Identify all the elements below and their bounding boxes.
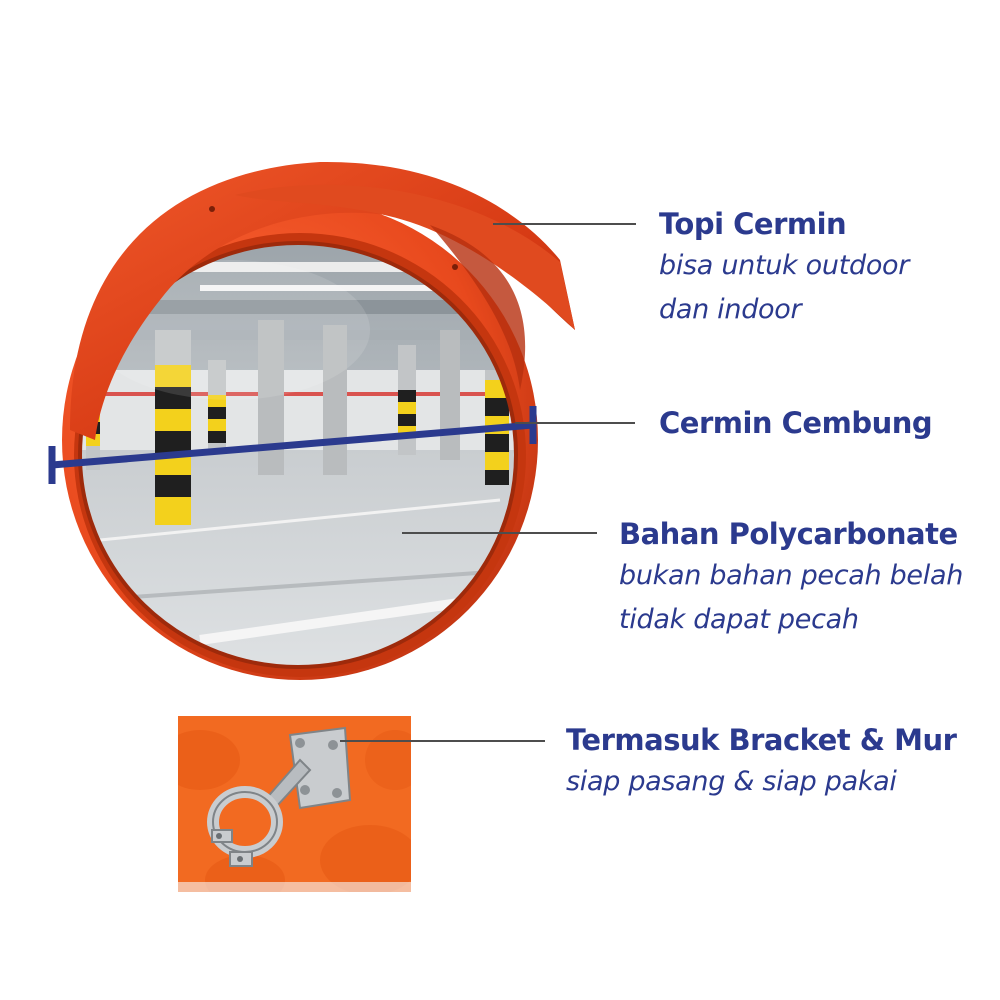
callout-material-title: Bahan Polycarbonate [619,517,958,551]
leader-line-hood [493,223,636,225]
callout-material-line-1: bukan bahan pecah belah [619,560,964,591]
callout-hood-title: Topi Cermin [659,207,847,241]
callout-hood-line-1: bisa untuk outdoor [659,250,910,281]
mirror-rim [78,241,518,669]
callout-hood: Topi Cermin bisa untuk outdoor dan indoo… [659,204,909,332]
mirror-surface [80,243,516,667]
bracket-inset [178,716,411,892]
callout-material: Bahan Polycarbonate bukan bahan pecah be… [619,514,963,642]
leader-line-bracket [340,740,545,742]
leader-line-mirror [515,422,635,424]
callout-bracket: Termasuk Bracket & Mur siap pasang & sia… [566,720,957,804]
callout-hood-line-2: dan indoor [659,294,802,325]
callout-mirror-title: Cermin Cembung [659,406,933,440]
leader-line-material [402,532,597,534]
diameter-marker [48,406,537,484]
callout-mirror: Cermin Cembung [659,403,933,443]
callout-bracket-line-1: siap pasang & siap pakai [566,766,897,797]
mirror-hood [70,161,575,440]
callout-bracket-title: Termasuk Bracket & Mur [566,723,957,757]
callout-material-line-2: tidak dapat pecah [619,604,859,635]
